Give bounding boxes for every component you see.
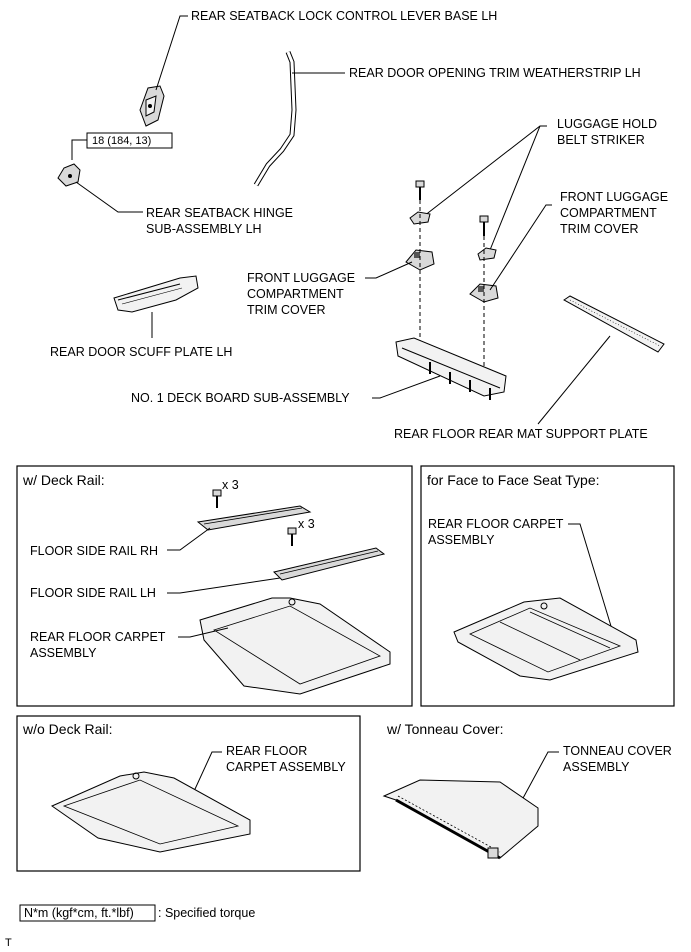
face-carpet-label-1: REAR FLOOR CARPET bbox=[428, 517, 564, 531]
weatherstrip-label: REAR DOOR OPENING TRIM WEATHERSTRIP LH bbox=[349, 66, 641, 80]
face-to-face-carpet-part bbox=[453, 597, 639, 681]
trim-right-leader bbox=[489, 204, 552, 291]
no-rail-carpet-leader bbox=[189, 751, 222, 801]
front-trim-right-label-1: FRONT LUGGAGE bbox=[560, 190, 668, 204]
panel-face-to-face-title: for Face to Face Seat Type: bbox=[427, 472, 600, 488]
seatback-hinge-part bbox=[57, 163, 81, 187]
legend-unit-box bbox=[19, 904, 156, 922]
front-trim-left-label-1: FRONT LUGGAGE bbox=[247, 271, 355, 285]
floor-side-rail-lh-part bbox=[273, 547, 386, 581]
panel-no-deck-rail-title: w/o Deck Rail: bbox=[22, 721, 112, 737]
tonneau-label-2: ASSEMBLY bbox=[563, 760, 630, 774]
striker-leader-b bbox=[489, 125, 541, 251]
lock-lever-leader bbox=[155, 15, 188, 91]
deck-rail-carpet-leader bbox=[178, 627, 229, 638]
hinge-leader bbox=[75, 181, 143, 213]
rail-lh-label: FLOOR SIDE RAIL LH bbox=[30, 586, 156, 600]
lock-lever-base-label: REAR SEATBACK LOCK CONTROL LEVER BASE LH bbox=[191, 9, 497, 23]
hinge-label-1: REAR SEATBACK HINGE bbox=[146, 206, 293, 220]
no-rail-carpet-label-2: CARPET ASSEMBLY bbox=[226, 760, 346, 774]
bolt-right bbox=[479, 215, 489, 236]
qty-rh: x 3 bbox=[222, 478, 239, 492]
face-carpet-label-2: ASSEMBLY bbox=[428, 533, 495, 547]
tonneau-leader bbox=[521, 751, 559, 801]
mat-support-leader bbox=[537, 335, 611, 425]
mat-support-label: REAR FLOOR REAR MAT SUPPORT PLATE bbox=[394, 427, 648, 441]
scuff-plate-part bbox=[113, 275, 199, 313]
front-trim-left-label-3: TRIM COVER bbox=[247, 303, 325, 317]
panel-face-to-face bbox=[420, 465, 675, 707]
no-deck-rail-carpet-part bbox=[50, 771, 251, 853]
belt-striker-label-1: LUGGAGE HOLD bbox=[557, 117, 657, 131]
deck-rail-carpet-label-2: ASSEMBLY bbox=[30, 646, 97, 660]
front-trim-left-label-2: COMPARTMENT bbox=[247, 287, 344, 301]
face-carpet-leader bbox=[568, 523, 615, 637]
footer-mark: T bbox=[5, 937, 12, 949]
qty-lh: x 3 bbox=[298, 517, 315, 531]
panel-no-deck-rail bbox=[16, 715, 361, 872]
legend-unit-text: N*m (kgf*cm, ft.*lbf) bbox=[24, 906, 134, 920]
trim-left-leader bbox=[365, 261, 413, 279]
panel-deck-rail bbox=[16, 465, 413, 707]
tonneau-title: w/ Tonneau Cover: bbox=[386, 721, 503, 737]
front-trim-right-label-3: TRIM COVER bbox=[560, 222, 638, 236]
scuff-plate-label: REAR DOOR SCUFF PLATE LH bbox=[50, 345, 232, 359]
torque-value: 18 (184, 13) bbox=[92, 135, 151, 147]
tonneau-label-1: TONNEAU COVER bbox=[563, 744, 672, 758]
legend-description: : Specified torque bbox=[158, 906, 255, 920]
deck-board-part bbox=[395, 337, 507, 400]
panel-deck-rail-title: w/ Deck Rail: bbox=[22, 472, 105, 488]
tonneau-cover-part bbox=[382, 779, 539, 860]
front-trim-right-label-2: COMPARTMENT bbox=[560, 206, 657, 220]
belt-striker-label-2: BELT STRIKER bbox=[557, 133, 645, 147]
deck-rail-carpet-label-1: REAR FLOOR CARPET bbox=[30, 630, 166, 644]
mat-support-plate-part bbox=[563, 295, 665, 353]
deck-board-leader bbox=[372, 375, 441, 399]
deck-board-label: NO. 1 DECK BOARD SUB-ASSEMBLY bbox=[131, 391, 350, 405]
rail-lh-bolt bbox=[287, 527, 297, 546]
torque-leader bbox=[71, 139, 87, 160]
rail-rh-bolt bbox=[212, 489, 222, 508]
bolt-left bbox=[415, 180, 425, 200]
deck-rail-carpet-part bbox=[199, 597, 391, 695]
lock-lever-base-part bbox=[139, 85, 165, 127]
striker-right bbox=[477, 247, 497, 261]
floor-side-rail-rh-part bbox=[196, 505, 312, 531]
rail-rh-label: FLOOR SIDE RAIL RH bbox=[30, 544, 158, 558]
no-rail-carpet-label-1: REAR FLOOR bbox=[226, 744, 307, 758]
rail-lh-leader bbox=[167, 577, 281, 594]
striker-leader-a bbox=[423, 125, 547, 217]
hinge-label-2: SUB-ASSEMBLY LH bbox=[146, 222, 262, 236]
weatherstrip-part bbox=[253, 51, 297, 187]
rail-rh-leader bbox=[167, 527, 211, 551]
